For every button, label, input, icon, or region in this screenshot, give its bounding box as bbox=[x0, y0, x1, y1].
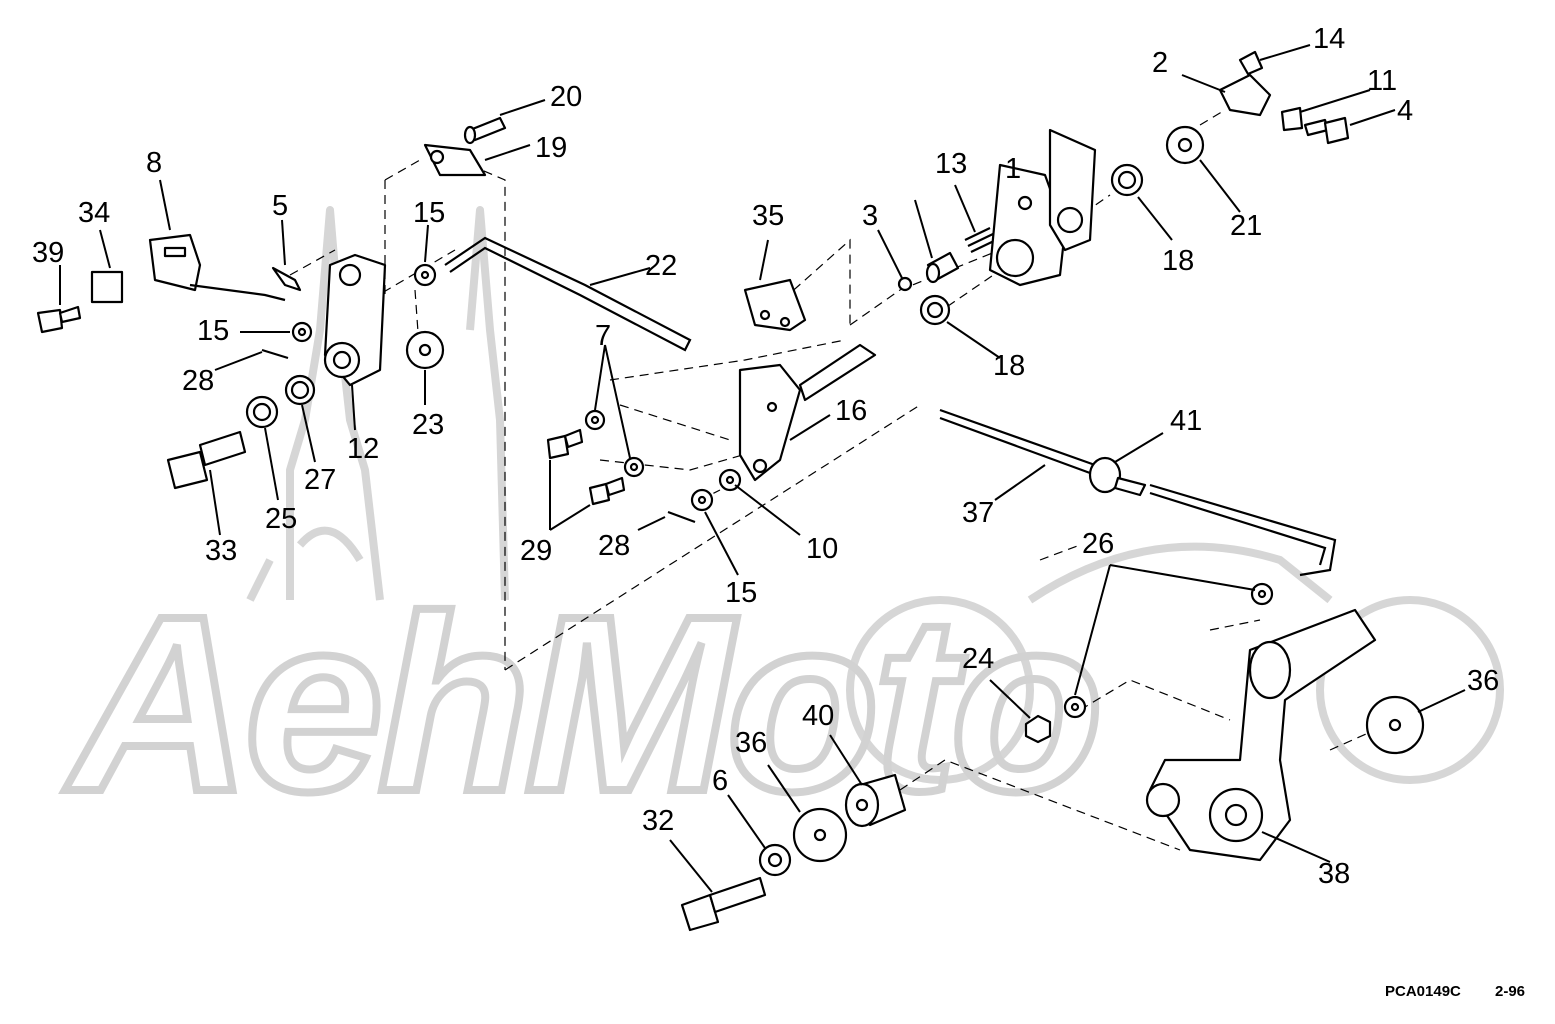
callouts: 1 2 3 4 5 6 7 8 10 11 12 13 14 15 15 15 … bbox=[32, 23, 1499, 890]
washer-36b bbox=[792, 807, 848, 863]
bushing-1 bbox=[925, 251, 960, 284]
figure-page: 2-96 bbox=[1495, 983, 1525, 1000]
callout-16: 16 bbox=[835, 395, 867, 427]
bolts-29 bbox=[546, 428, 626, 506]
bolt-4 bbox=[1303, 116, 1350, 145]
watermark: AehMoto bbox=[60, 206, 1504, 847]
callout-6: 6 bbox=[712, 765, 728, 797]
block-35 bbox=[743, 278, 807, 332]
callout-28a: 28 bbox=[182, 365, 214, 397]
clip-34 bbox=[90, 270, 124, 304]
parts bbox=[36, 50, 1425, 932]
pin-20 bbox=[463, 116, 507, 145]
callout-21: 21 bbox=[1230, 210, 1262, 242]
callout-3: 3 bbox=[862, 200, 878, 232]
callout-7: 7 bbox=[595, 320, 611, 352]
callout-38: 38 bbox=[1318, 858, 1350, 890]
callout-15a: 15 bbox=[413, 197, 445, 229]
watermark-text: AehMoto bbox=[64, 564, 1097, 843]
arm-38 bbox=[1145, 608, 1377, 862]
callout-40: 40 bbox=[802, 700, 834, 732]
callout-36b: 36 bbox=[735, 727, 767, 759]
bolt-33 bbox=[166, 430, 247, 490]
callout-13: 13 bbox=[935, 148, 967, 180]
screw-14 bbox=[1238, 50, 1264, 76]
callout-36a: 36 bbox=[1467, 665, 1499, 697]
callout-19: 19 bbox=[535, 132, 567, 164]
callout-12: 12 bbox=[347, 433, 379, 465]
bolt-32 bbox=[680, 876, 767, 932]
callout-22: 22 bbox=[645, 250, 677, 282]
pin-28b bbox=[667, 510, 696, 524]
bolt-39 bbox=[36, 305, 82, 334]
lever-12 bbox=[323, 253, 387, 387]
callout-4: 4 bbox=[1397, 95, 1413, 127]
callout-26: 26 bbox=[1082, 528, 1114, 560]
washer-36a bbox=[1365, 695, 1425, 755]
callout-18a: 18 bbox=[1162, 245, 1194, 277]
cotter-5 bbox=[271, 266, 302, 292]
callout-14: 14 bbox=[1313, 23, 1345, 55]
washer-6 bbox=[758, 843, 792, 877]
callout-11: 11 bbox=[1367, 65, 1397, 97]
pin-28a bbox=[261, 348, 289, 360]
bracket-8 bbox=[148, 233, 286, 302]
callout-39: 39 bbox=[32, 237, 64, 269]
callout-5: 5 bbox=[272, 190, 288, 222]
housing bbox=[988, 128, 1097, 287]
block-2 bbox=[1218, 73, 1272, 117]
rod-22 bbox=[444, 236, 692, 352]
callout-15c: 15 bbox=[725, 577, 757, 609]
callout-10: 10 bbox=[806, 533, 838, 565]
callout-1: 1 bbox=[1005, 153, 1021, 185]
callout-25: 25 bbox=[265, 503, 297, 535]
callout-20: 20 bbox=[550, 81, 582, 113]
callout-35: 35 bbox=[752, 200, 784, 232]
callout-8: 8 bbox=[146, 147, 162, 179]
callout-37: 37 bbox=[962, 497, 994, 529]
rod-37b bbox=[1149, 483, 1337, 577]
leader-lines bbox=[59, 44, 1466, 893]
callout-27: 27 bbox=[304, 464, 336, 496]
bushing-40 bbox=[844, 773, 907, 828]
callout-24: 24 bbox=[962, 643, 994, 675]
callout-23: 23 bbox=[412, 409, 444, 441]
callout-18b: 18 bbox=[993, 350, 1025, 382]
figure-code: PCA0149C bbox=[1385, 983, 1461, 1000]
callout-34: 34 bbox=[78, 197, 110, 229]
callout-29: 29 bbox=[520, 535, 552, 567]
callout-15b: 15 bbox=[197, 315, 229, 347]
bushing-18a bbox=[919, 294, 951, 326]
callout-41: 41 bbox=[1170, 405, 1202, 437]
rod-37 bbox=[939, 408, 1096, 475]
clevis-19 bbox=[423, 143, 487, 177]
callout-32: 32 bbox=[642, 805, 674, 837]
washers bbox=[245, 263, 1274, 719]
lever-16 bbox=[738, 343, 877, 482]
callout-2: 2 bbox=[1152, 47, 1168, 79]
ball-3 bbox=[897, 276, 913, 292]
callout-28b: 28 bbox=[598, 530, 630, 562]
clip-11 bbox=[1280, 106, 1304, 132]
bushing-18b bbox=[1110, 163, 1144, 197]
joint-41 bbox=[1088, 456, 1147, 497]
sleeve-21 bbox=[1165, 125, 1205, 165]
callout-33: 33 bbox=[205, 535, 237, 567]
nut-24 bbox=[1024, 714, 1052, 744]
